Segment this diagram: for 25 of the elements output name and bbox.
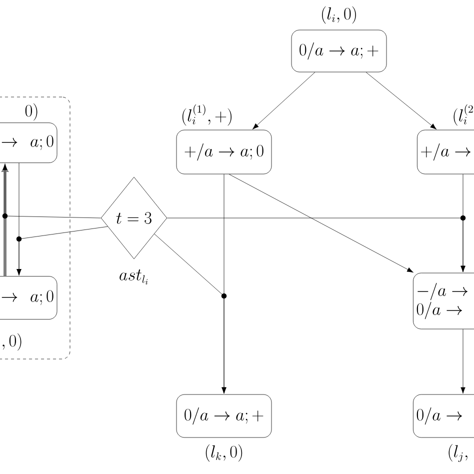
dashed-group-box: [0, 96, 70, 360]
arrow: [2, 164, 101, 218]
state-label: $(l_i^{(1)},+)$: [182, 104, 232, 126]
state-box: $0/a\to$: [413, 394, 474, 438]
state-label: $ast_{l_i}$: [120, 269, 148, 285]
state-box: $+/a\to$: [417, 130, 474, 174]
state-label: $(l_i,0)$: [322, 6, 356, 24]
state-label: $(l_j,$: [448, 444, 468, 462]
state-box: $0/a\to a;+$: [176, 394, 272, 438]
state-box: $-/a\to$ $0/a\to$: [413, 272, 474, 330]
state-box: $\to a;0$: [0, 122, 58, 163]
arrow: [222, 174, 226, 394]
state-label: $(l_k,0)$: [206, 444, 242, 462]
arrow: [366, 72, 437, 130]
arrow: [460, 329, 466, 394]
state-label: $(l_i^{(2}$: [454, 104, 473, 126]
state-box: $\to a;0$: [0, 276, 58, 320]
arrow: [16, 226, 108, 276]
arrow: [460, 174, 466, 272]
arrow: [252, 72, 316, 130]
state-box: $+/a\to a;0$: [176, 130, 272, 174]
state-label: $0)$: [25, 103, 38, 121]
state-box: $0/a\to a;+$: [291, 30, 387, 72]
state-label: $,0)$: [2, 333, 22, 351]
arrow: [228, 174, 414, 273]
